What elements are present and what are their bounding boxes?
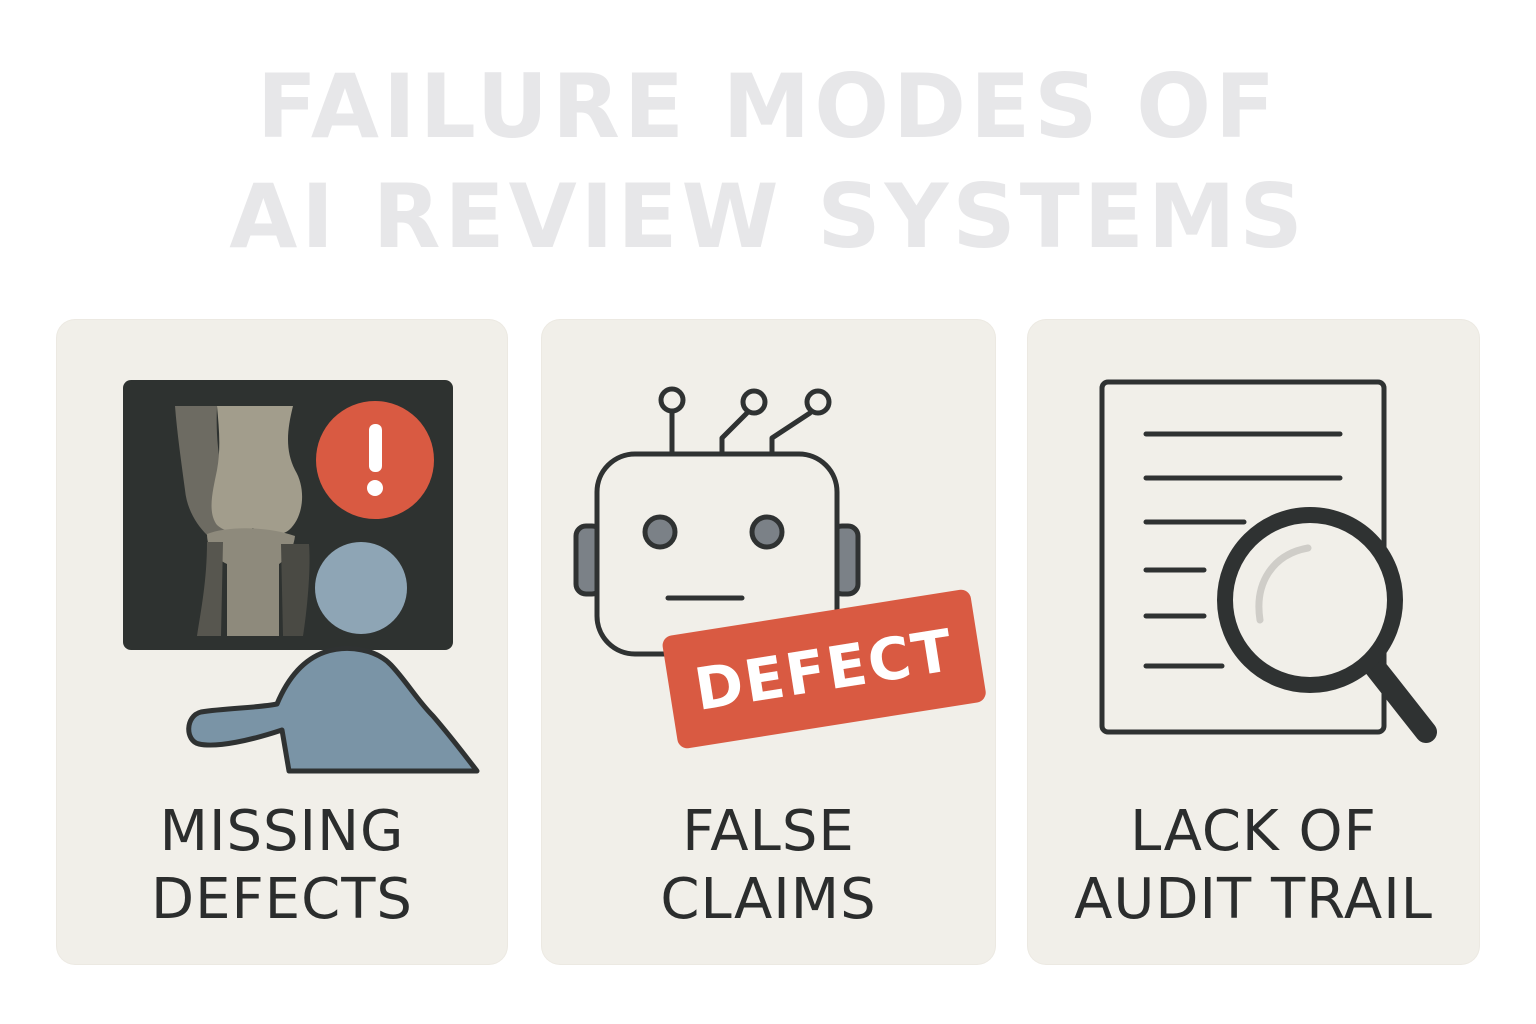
robot-defect-stamp-icon: DEFECT bbox=[573, 386, 986, 749]
defect-stamp: DEFECT bbox=[662, 589, 986, 749]
caption-line-1: MISSING bbox=[159, 799, 405, 864]
person-body bbox=[186, 645, 480, 774]
lens-glare bbox=[1255, 544, 1312, 624]
card-false-claims: DEFECT FALSE CLAIMS bbox=[542, 320, 995, 964]
bone-shapes bbox=[175, 406, 310, 636]
caption-lack-of-audit-trail: LACK OF AUDIT TRAIL bbox=[1028, 798, 1479, 934]
robot-eye-left bbox=[642, 514, 678, 550]
exclamation-dot bbox=[367, 480, 383, 496]
caption-false-claims: FALSE CLAIMS bbox=[542, 798, 995, 934]
xray-reviewer-alert-icon bbox=[123, 380, 480, 774]
robot-eye-right bbox=[749, 514, 785, 550]
caption-line-1: FALSE bbox=[682, 799, 855, 864]
caption-line-2: CLAIMS bbox=[660, 867, 877, 932]
card-missing-defects: MISSING DEFECTS bbox=[57, 320, 507, 964]
document-lines bbox=[1143, 431, 1343, 669]
person-head bbox=[315, 542, 407, 634]
robot-antennas bbox=[658, 386, 832, 455]
caption-line-2: AUDIT TRAIL bbox=[1074, 867, 1433, 932]
caption-missing-defects: MISSING DEFECTS bbox=[57, 798, 507, 934]
document-magnifier-icon bbox=[1099, 379, 1437, 743]
caption-line-1: LACK OF bbox=[1130, 799, 1377, 864]
caption-line-2: DEFECTS bbox=[151, 867, 413, 932]
magnifier-lens bbox=[1217, 507, 1403, 693]
magnifier-handle bbox=[1363, 655, 1437, 743]
page-title: FAILURE MODES OF AI REVIEW SYSTEMS bbox=[0, 52, 1536, 272]
exclamation-bar bbox=[369, 424, 382, 472]
card-lack-of-audit-trail: LACK OF AUDIT TRAIL bbox=[1028, 320, 1479, 964]
title-line-2: AI REVIEW SYSTEMS bbox=[229, 165, 1307, 268]
title-line-1: FAILURE MODES OF bbox=[256, 55, 1280, 158]
